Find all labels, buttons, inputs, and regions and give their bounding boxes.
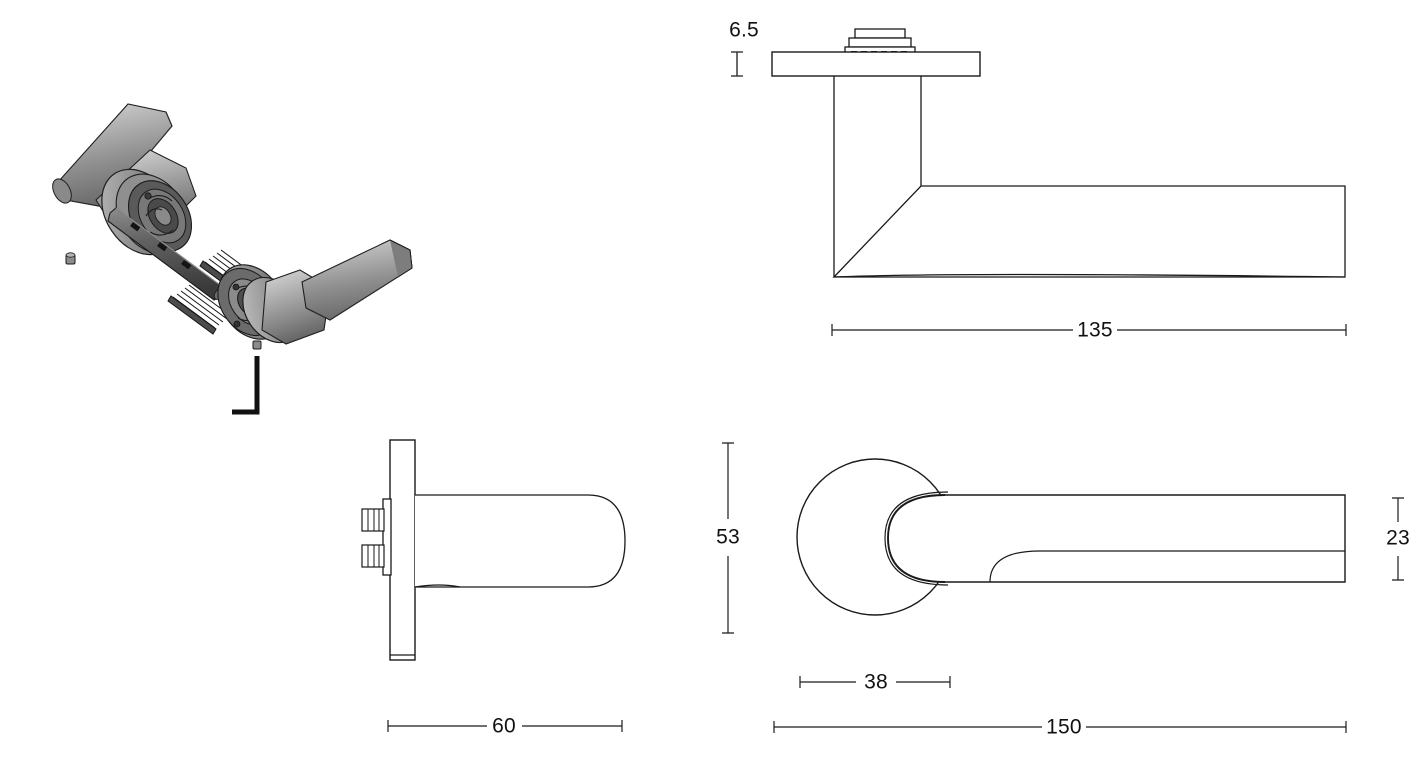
iso-lever-lower <box>217 239 413 415</box>
front-view: 53 23 38 150 <box>716 442 1410 739</box>
rose-boss-side-view <box>382 498 392 576</box>
lever-neck-outer-front-view <box>887 494 946 583</box>
lever-inner-edge-front-view <box>989 550 1345 583</box>
fixing-stud-lower-body <box>361 544 385 568</box>
dimension-side-view-width: 60 <box>387 715 623 738</box>
fixing-stud-lower-side-view <box>361 544 385 568</box>
dim-53-ticks <box>722 442 734 634</box>
grub-screw-upper-head <box>65 252 76 258</box>
spindle-notch-c <box>181 260 192 270</box>
dimension-rose-diameter: 53 <box>716 442 740 634</box>
fixing-stud-upper-body <box>361 508 385 532</box>
lever-neck-outer-edge-front-view <box>884 491 949 586</box>
spindle-notch-b <box>157 242 168 252</box>
dimension-overall-length: 150 <box>773 716 1347 739</box>
dim-6p5-label: 6.5 <box>729 19 759 42</box>
lever-body-top-view <box>832 185 1346 278</box>
dim-60-ticks <box>387 720 623 732</box>
fixing-screw-b <box>167 284 232 335</box>
fixing-stud-lower-threads <box>367 545 380 567</box>
dim-38-ticks <box>799 676 951 688</box>
lever-bar-upper-end-cap <box>52 178 72 204</box>
fixing-screw-b-threads <box>172 284 232 329</box>
lever-outer-front-view <box>945 494 1346 583</box>
spindle-bar-highlight <box>115 207 225 289</box>
dim-150-ticks <box>773 721 1347 733</box>
dim-135-ticks <box>831 324 1347 336</box>
fixing-stud-upper-threads <box>367 509 380 531</box>
dim-60-label: 60 <box>492 715 516 738</box>
top-view: 6.5 135 <box>729 19 1347 342</box>
lever-profile-side-view-curve <box>414 584 461 588</box>
rose-spindle-hole-upper <box>154 206 172 226</box>
rose-screw-hole-lower-b <box>233 320 241 328</box>
lever-bar-lower-end-face <box>389 239 413 278</box>
rose-plate-side-view <box>389 439 416 661</box>
dim-53-label: 53 <box>716 526 740 549</box>
dim-150-label: 150 <box>1046 716 1082 739</box>
rose-screw-hole-lower-a <box>232 283 240 291</box>
dim-38-label: 38 <box>864 671 888 694</box>
rose-plate-top-view <box>771 51 981 77</box>
dimension-neck-length: 38 <box>799 671 951 694</box>
lever-profile-side-view <box>415 494 626 588</box>
dim-23-label: 23 <box>1386 527 1410 550</box>
fixing-screw-b-shank <box>167 295 217 335</box>
spindle-notch-a <box>130 222 141 232</box>
spindle-step-middle <box>848 37 912 48</box>
lever-underside-curve-top-view <box>833 273 1346 278</box>
hex-key-tool <box>232 356 260 415</box>
exploded-isometric-view <box>52 103 413 415</box>
top-view-spindle-detail <box>844 28 916 54</box>
dimension-lever-projection: 135 <box>831 319 1347 342</box>
iso-lever-upper <box>52 103 197 265</box>
grub-screw-lower <box>252 340 262 350</box>
fixing-stud-upper-side-view <box>361 508 385 532</box>
dim-6p5-ticks <box>731 51 743 77</box>
dimension-rose-thickness: 6.5 <box>729 19 759 77</box>
lever-neck-top-view <box>833 76 922 277</box>
dim-135-label: 135 <box>1077 319 1113 342</box>
side-view: 60 <box>361 439 626 738</box>
rose-mechanism-detail-upper <box>145 195 174 236</box>
spindle-step-upper <box>854 28 906 39</box>
rose-screw-hole-upper-a <box>144 192 152 200</box>
dimension-lever-height: 23 <box>1386 497 1410 581</box>
dim-23-ticks <box>1392 497 1404 581</box>
